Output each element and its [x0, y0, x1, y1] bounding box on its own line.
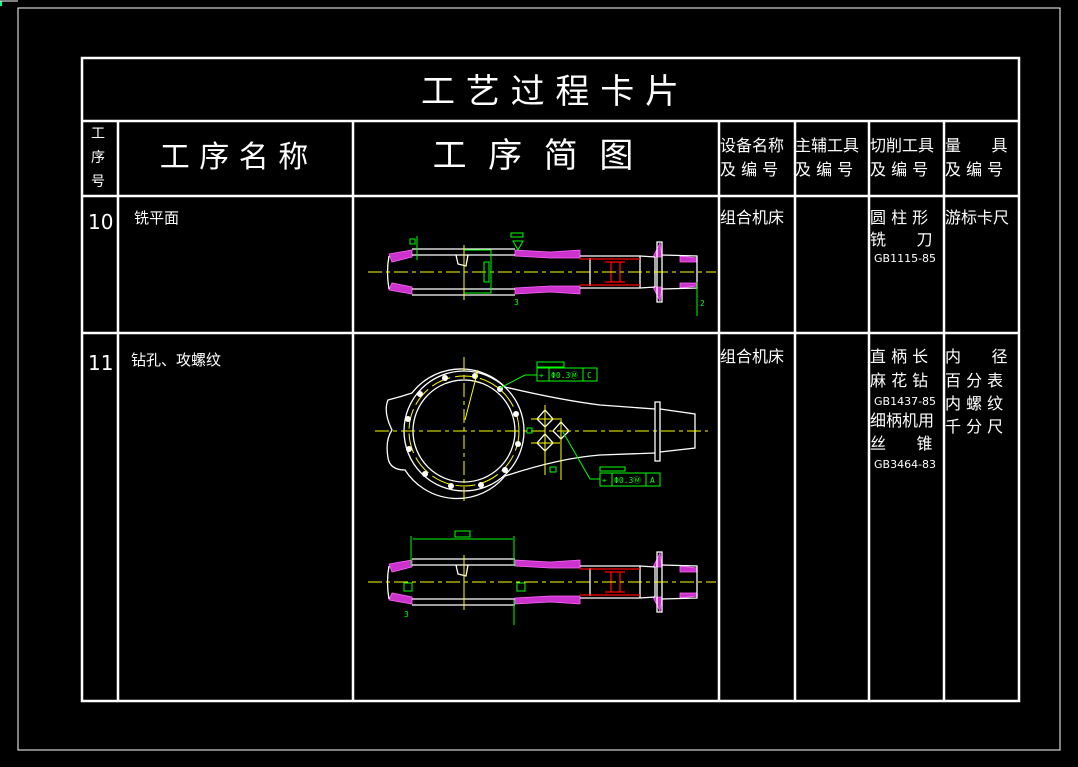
svg-text:直 柄 长: 直 柄 长	[870, 347, 928, 366]
sketch-drilling-side-view: 3	[367, 530, 717, 625]
header-cutting-tool: 切削工具 及 编 号	[870, 136, 934, 179]
svg-text:⌖: ⌖	[602, 476, 607, 485]
header-seq: 工 序 号	[91, 126, 105, 190]
svg-text:百 分 表: 百 分 表	[945, 371, 1003, 390]
svg-text:3: 3	[514, 298, 519, 307]
process-card-table	[80, 56, 1021, 703]
svg-text:号: 号	[91, 174, 105, 190]
svg-text:设备名称: 设备名称	[720, 136, 784, 155]
operation-name: 铣平面	[134, 209, 179, 227]
svg-text:细柄机用: 细柄机用	[870, 411, 934, 430]
svg-text:2: 2	[700, 299, 705, 308]
card-title: 工 艺 过 程 卡 片	[421, 72, 679, 112]
operation-name: 钻孔、攻螺纹	[131, 351, 221, 369]
table-row-11: 11 钻孔、攻螺纹 组合机床 直 柄 长 麻 花 钻 GB1437-85 细柄机…	[88, 347, 1008, 471]
seq-number: 11	[88, 351, 113, 375]
svg-text:⌖: ⌖	[539, 371, 544, 380]
header-equipment: 设备名称 及 编 号	[720, 136, 784, 179]
equipment: 组合机床	[720, 347, 784, 366]
fcf-upper: ⌖ Φ0.3Ⓜ C	[536, 367, 598, 382]
header-name: 工 序 名 称	[160, 140, 309, 175]
svg-text:GB3464-83: GB3464-83	[874, 458, 936, 471]
svg-text:内 径: 内 径	[945, 347, 1008, 366]
svg-text:量 具: 量 具	[945, 136, 1008, 155]
svg-text:内 螺 纹: 内 螺 纹	[945, 394, 1003, 413]
svg-text:C: C	[587, 371, 592, 380]
svg-text:Φ0.3Ⓜ: Φ0.3Ⓜ	[551, 371, 578, 380]
svg-text:铣 刀: 铣 刀	[870, 230, 933, 249]
svg-text:千 分 尺: 千 分 尺	[945, 417, 1003, 436]
sketch-milling-shaft: 3 2	[367, 232, 717, 316]
drawing-border	[17, 7, 1061, 751]
table-row-10: 10 铣平面 组合机床 圆 柱 形 铣 刀 GB1115-85 游标卡尺	[88, 208, 1009, 265]
svg-text:工: 工	[91, 126, 105, 142]
seq-number: 10	[88, 210, 113, 234]
ucs-marker	[0, 1, 2, 6]
svg-text:序: 序	[91, 150, 105, 166]
svg-text:丝 锥: 丝 锥	[870, 434, 933, 453]
svg-text:A: A	[650, 476, 655, 485]
header-measuring: 量 具 及 编 号	[945, 136, 1008, 179]
svg-text:主辅工具: 主辅工具	[795, 136, 859, 155]
sketch-drilling-plan-view: ⌖ Φ0.3Ⓜ C ⌖ Φ0.3Ⓜ A	[375, 357, 708, 505]
svg-text:麻 花 钻: 麻 花 钻	[870, 371, 928, 390]
svg-text:及 编 号: 及 编 号	[870, 160, 928, 179]
svg-text:圆 柱 形: 圆 柱 形	[870, 208, 928, 227]
svg-text:及 编 号: 及 编 号	[945, 160, 1003, 179]
header-sketch: 工 序 简 图	[433, 136, 634, 176]
svg-text:Φ0.3Ⓜ: Φ0.3Ⓜ	[614, 476, 641, 485]
svg-text:3: 3	[404, 610, 409, 619]
svg-text:GB1437-85: GB1437-85	[874, 395, 936, 408]
fcf-lower: ⌖ Φ0.3Ⓜ A	[599, 472, 661, 487]
svg-text:切削工具: 切削工具	[870, 136, 934, 155]
svg-text:及 编 号: 及 编 号	[795, 160, 853, 179]
svg-text:及 编 号: 及 编 号	[720, 160, 778, 179]
header-aux-tool: 主辅工具 及 编 号	[795, 136, 859, 179]
equipment: 组合机床	[720, 208, 784, 227]
measuring-tool: 游标卡尺	[945, 208, 1009, 227]
svg-text:GB1115-85: GB1115-85	[874, 252, 936, 265]
